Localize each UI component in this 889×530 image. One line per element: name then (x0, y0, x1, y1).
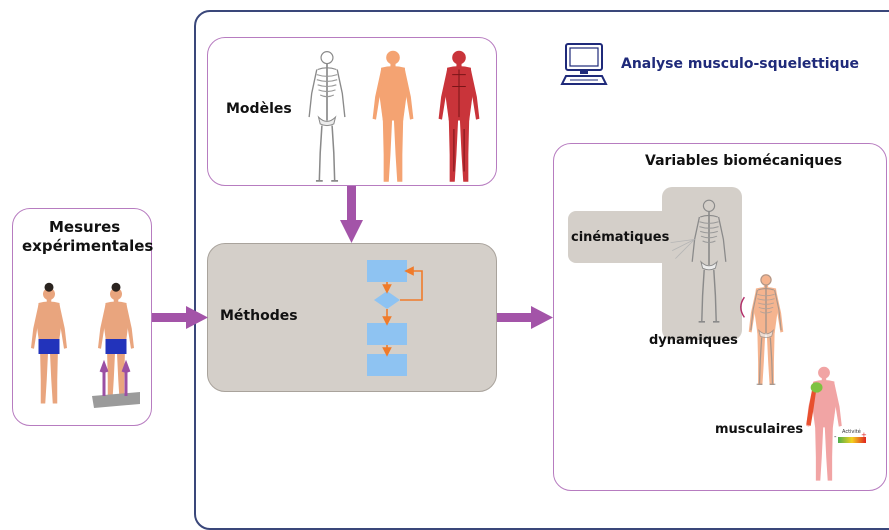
mesures-title-line1: Mesures (49, 218, 121, 236)
computer-icon (560, 43, 608, 85)
arrow-modeles-to-methodes (340, 186, 363, 243)
mesures-title-line2: expérimentales (22, 237, 154, 255)
force-platform-icon (92, 359, 140, 408)
activity-label: Activité (842, 429, 861, 435)
dynamic-figure-icon (740, 274, 784, 386)
kinematic-skeleton-icon (670, 199, 727, 323)
activity-colorbar (838, 437, 866, 443)
flowchart-icon (367, 260, 423, 376)
muscle-figure-icon (438, 50, 480, 182)
analysis-title: Analyse musculo-squelettique (621, 56, 860, 72)
arrow-methodes-to-variables (497, 306, 553, 329)
methodes-title: Méthodes (220, 308, 298, 324)
skeleton-icon (308, 50, 346, 182)
dynamiques-label: dynamiques (649, 333, 738, 348)
variables-title: Variables biomécaniques (645, 153, 843, 169)
muscular-figure-icon (806, 366, 842, 481)
activity-minus: - (834, 433, 837, 441)
subject-with-force-icon (98, 282, 134, 404)
musculaires-label: musculaires (715, 422, 804, 437)
diagram-graphics (31, 43, 866, 481)
arrow-mesures-to-methodes (152, 306, 208, 329)
activity-plus: + (861, 431, 867, 439)
body-silhouette-icon (372, 50, 414, 182)
cinematiques-label: cinématiques (571, 230, 670, 245)
modeles-title: Modèles (226, 101, 292, 117)
subject-figure-icon (31, 282, 67, 404)
